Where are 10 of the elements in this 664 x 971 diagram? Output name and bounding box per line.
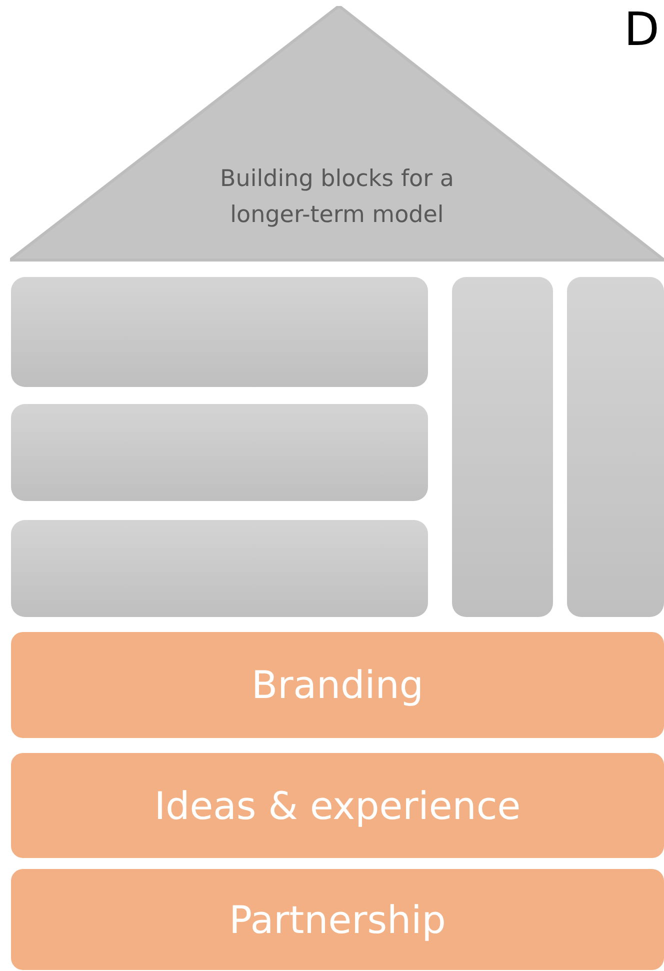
- pillar-block: [567, 277, 664, 617]
- foundation-bar: Partnership: [11, 869, 664, 970]
- wall-block: [11, 520, 428, 617]
- foundation-bar: Branding: [11, 632, 664, 738]
- pillar-block: [452, 277, 553, 617]
- wall-block: [11, 277, 428, 387]
- cut-off-letter: D: [624, 2, 660, 56]
- foundation-bar: Ideas & experience: [11, 753, 664, 858]
- roof-label: Building blocks for a longer-term model: [219, 165, 455, 230]
- wall-block: [11, 404, 428, 501]
